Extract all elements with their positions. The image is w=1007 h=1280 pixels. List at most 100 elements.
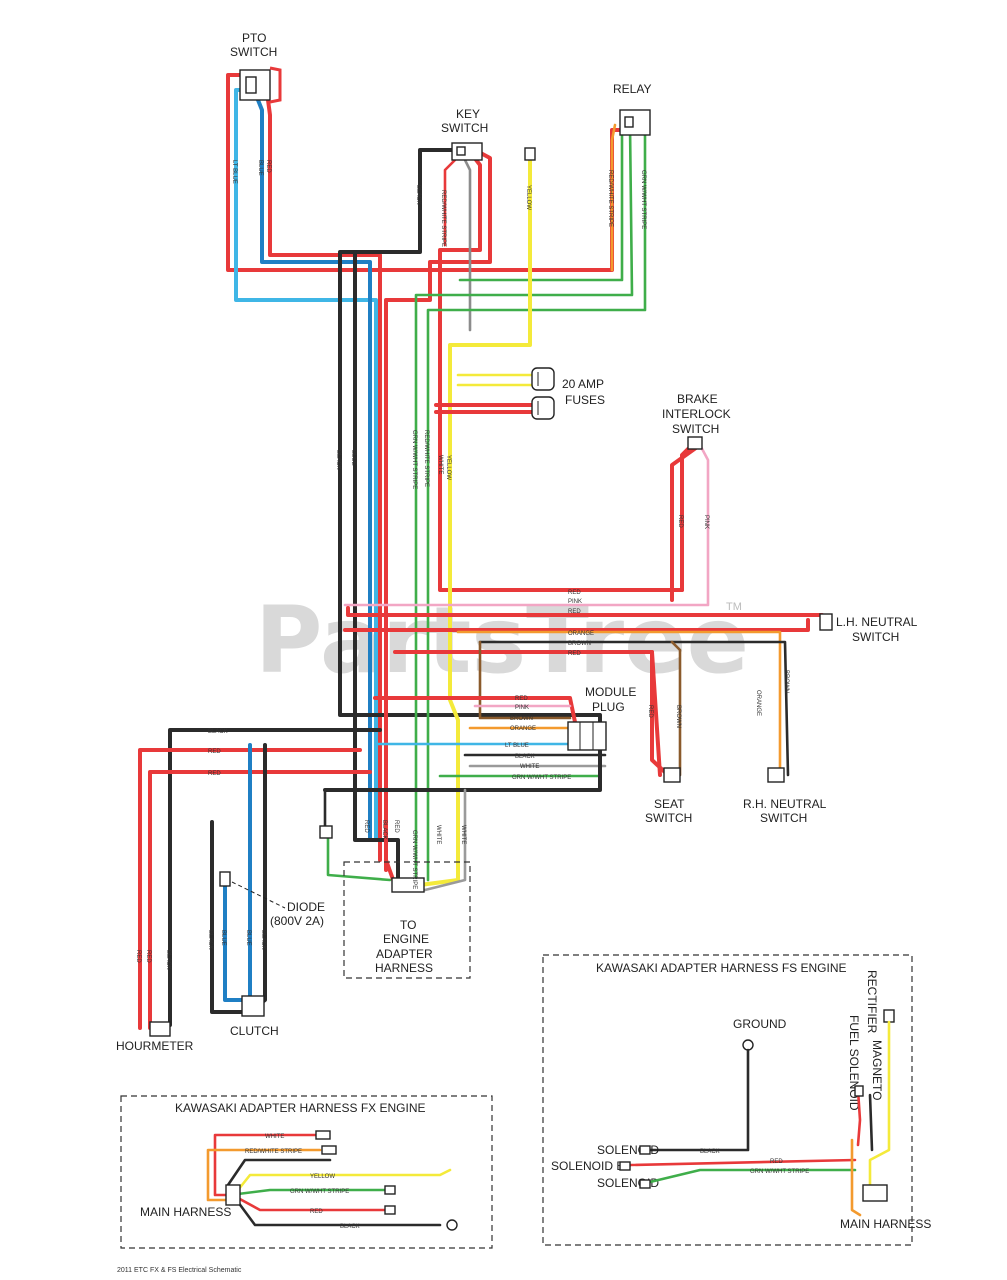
module-label-1: MODULE (585, 685, 636, 699)
wire-label-brake-pink: PINK (703, 515, 709, 529)
wire-label-e-white-2: WHITE (460, 825, 466, 844)
module-plug (567, 721, 607, 751)
wire-label-l-red: RED (208, 749, 221, 755)
fx-title: KAWASAKI ADAPTER HARNESS FX ENGINE (175, 1101, 426, 1115)
wire-label-e-black: BLACK (381, 820, 387, 840)
rh-neutral-label-1: R.H. NEUTRAL (743, 797, 827, 811)
fx-main-harness: MAIN HARNESS (140, 1205, 231, 1219)
wire-label-grn-white-2: GRN W/WHT STRIPE (411, 430, 417, 489)
wire-label-l-red-2: RED (208, 771, 221, 777)
wire-label-hm-black: BLACK (165, 950, 171, 970)
brake-label-2: INTERLOCK (662, 407, 731, 421)
wire-label-h-red-3: RED (568, 651, 581, 657)
wire-label-black: BLACK (415, 185, 421, 205)
wire-label-cl-black-2: BLACK (260, 930, 266, 950)
wire-label-e-red: RED (363, 820, 369, 833)
engine-label-1: TO (400, 918, 416, 932)
wire-label-rh-orange: ORANGE (755, 690, 761, 716)
hourmeter-connector (149, 1021, 171, 1037)
fs-engine-inset: KAWASAKI ADAPTER HARNESS FS ENGINE GROUN… (542, 954, 931, 1246)
lh-neutral-label-2: SWITCH (852, 630, 899, 644)
footer-note: 2011 ETC FX & FS Electrical Schematic (117, 1267, 242, 1274)
wire-label-blue: BLUE (257, 160, 263, 176)
fx-wire-yellow: YELLOW (310, 1174, 335, 1180)
fx-wire-red-white: RED/WHITE STRIPE (245, 1149, 302, 1155)
wire-label-cl-blue-2: BLUE (245, 930, 251, 946)
wire-label-h-pink: PINK (568, 599, 582, 605)
diode-label-2: (800V 2A) (270, 914, 324, 928)
clutch-label: CLUTCH (230, 1024, 279, 1038)
fs-wire-grn: GRN W/WHT STRIPE (750, 1169, 809, 1175)
wire-label-m-ltblue: LT BLUE (505, 743, 529, 749)
wire-label-white: WHITE (437, 455, 443, 474)
wire-label-red: RED (265, 160, 271, 173)
pto-switch-label-1: PTO (242, 31, 266, 45)
engine-adapter-box (343, 861, 471, 979)
wire-labels: LT BLUE BLUE RED BLACK RED/WHITE STRIPE … (135, 160, 789, 970)
wire-label-lt-blue: LT BLUE (231, 160, 237, 184)
watermark: PartsTree (255, 587, 749, 694)
key-plug (524, 147, 536, 161)
fs-magneto: MAGNETO (870, 1040, 884, 1100)
wire-label-m-black: BLACK (515, 754, 535, 760)
wire-label-yellow: YELLOW (525, 185, 531, 210)
wire-label-m-red: RED (515, 696, 528, 702)
relay (619, 109, 651, 136)
wire-label-red-white: RED/WHITE STRIPE (440, 190, 446, 247)
rh-neutral-label-2: SWITCH (760, 811, 807, 825)
fuses-label-1: 20 AMP (562, 377, 604, 391)
wire-label-h-red-2: RED (568, 609, 581, 615)
diode-label-1: DIODE (287, 900, 325, 914)
lh-neutral-label-1: L.H. NEUTRAL (836, 615, 918, 629)
wire-label-black-2: BLACK (335, 450, 341, 470)
wire-label-h-red: RED (568, 590, 581, 596)
seat-label-1: SEAT (654, 797, 685, 811)
main-harness-wires (138, 73, 824, 1030)
wire-label-yellow-2: YELLOW (445, 455, 451, 480)
engine-label-4: HARNESS (375, 961, 433, 975)
engine-adapter-connector (391, 877, 425, 893)
clutch-connector (241, 995, 265, 1017)
brake-label-3: SWITCH (672, 422, 719, 436)
wire-label-grn-white: GRN W/WHT STRIPE (640, 170, 646, 229)
fx-wire-black: BLACK (340, 1224, 360, 1230)
wire-label-m-orange: ORANGE (510, 726, 536, 732)
brake-interlock-switch (687, 436, 703, 450)
wire-label-m-white: WHITE (520, 764, 539, 770)
wire-label-m-pink: PINK (515, 705, 529, 711)
fs-rectifier: RECTIFIER (865, 970, 879, 1034)
fx-wire-white: WHITE (265, 1134, 284, 1140)
key-switch (451, 142, 483, 161)
fx-engine-inset: KAWASAKI ADAPTER HARNESS FX ENGINE WHITE… (120, 1095, 493, 1249)
key-switch-label-1: KEY (456, 107, 480, 121)
wire-label-m-grn: GRN W/WHT STRIPE (512, 775, 571, 781)
wire-label-seat-brown: BROWN (675, 705, 681, 728)
wire-label-l-black: BLACK (208, 729, 228, 735)
seat-switch (663, 767, 681, 783)
fuse-holders (531, 367, 555, 420)
engine-plug (319, 825, 333, 839)
key-switch-label-2: SWITCH (441, 121, 488, 135)
wire-label-h-brown: BROWN (568, 641, 591, 647)
fs-solenoid-b: SOLENOID B+ (551, 1159, 631, 1173)
wire-label-m-brown: BROWN (510, 716, 533, 722)
fx-wire-grn: GRN W/WHT STRIPE (290, 1189, 349, 1195)
wire-label-relay-red-white: RED/WHITE STRIPE (607, 170, 613, 227)
pto-switch (239, 66, 282, 104)
brake-label-1: BRAKE (677, 392, 718, 406)
seat-label-2: SWITCH (645, 811, 692, 825)
fs-ground: GROUND (733, 1017, 787, 1031)
wire-label-cl-black: BLACK (207, 930, 213, 950)
fs-wire-red: RED (770, 1159, 783, 1165)
module-label-2: PLUG (592, 700, 625, 714)
fs-title: KAWASAKI ADAPTER HARNESS FS ENGINE (596, 961, 847, 975)
wire-label-seat-red: RED (647, 705, 653, 718)
engine-label-3: ADAPTER (376, 947, 433, 961)
wire-label-cl-blue: BLUE (220, 930, 226, 946)
pto-switch-label-2: SWITCH (230, 45, 277, 59)
fs-main-harness: MAIN HARNESS (840, 1217, 931, 1231)
wire-label-blue-2: BLUE (350, 450, 356, 466)
wire-label-e-red-2: RED (393, 820, 399, 833)
diode (219, 871, 231, 887)
wire-label-e-grn: GRN W/WHT STRIPE (411, 830, 417, 889)
